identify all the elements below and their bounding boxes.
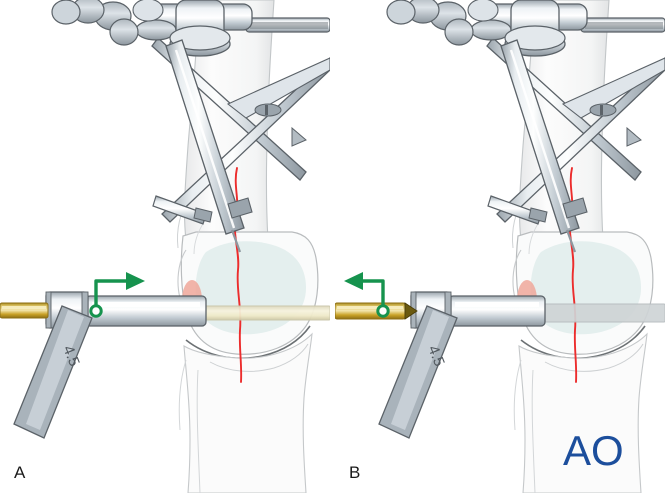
arrow-shaft [357, 279, 385, 313]
pin-highlight [174, 49, 236, 229]
pin-collar [562, 197, 588, 219]
sleeve-handle: 4.5 [378, 305, 458, 439]
pin-tip [565, 229, 577, 253]
clamp-nut-top [169, 25, 231, 51]
clamp-knob-center [467, 0, 499, 22]
drill-bit-gold-withdrawn [335, 302, 418, 320]
arrow-origin-dot [89, 304, 103, 318]
drill-bit-in-bone [187, 305, 330, 321]
handle-blade-highlight [391, 310, 449, 430]
secondary-pin-shaft [487, 195, 542, 225]
secondary-pin-collar [193, 207, 213, 223]
frame-bar-upper [226, 57, 330, 119]
fibula-outline [513, 359, 522, 431]
pin-collar [227, 197, 253, 219]
fibula-outline [178, 359, 187, 431]
drill-bit-highlight [337, 306, 403, 309]
ao-logo: AO [563, 427, 624, 474]
arrow-shaft [94, 279, 132, 313]
sleeve-size-marking: 4.5 [424, 343, 448, 369]
rod-threading [250, 22, 328, 29]
clamp-knob-lower [444, 18, 474, 46]
pin-tip [230, 229, 242, 253]
drill-bit-highlight [2, 306, 46, 309]
panel-a-label: A [14, 463, 26, 482]
arrow-head [126, 272, 145, 290]
clamp-knob-left-3 [51, 0, 81, 25]
schanz-pin [165, 39, 253, 253]
clamp-nut-top [504, 25, 566, 51]
direction-arrow-advance [89, 272, 145, 318]
direction-arrow-withdraw [344, 272, 390, 318]
handle-blade-highlight [26, 310, 84, 430]
secondary-pin-collar [528, 207, 548, 223]
tibia-edge-line [196, 369, 201, 493]
sleeve-handle: 4.5 [13, 305, 93, 439]
drill-bit-gold [0, 302, 49, 319]
drill-bit-tip [404, 302, 418, 320]
secondary-pin [152, 195, 213, 225]
frame-slot-pin [600, 105, 603, 115]
tibia [518, 332, 648, 493]
panel-a-illustration: 4.5 [0, 0, 330, 493]
sleeve-highlight [92, 302, 200, 307]
drill-bit-shaft [335, 302, 406, 320]
secondary-pin [487, 195, 548, 225]
clamp-knob-left-3 [386, 0, 416, 25]
fixator-clamp-assembly [386, 0, 665, 57]
pin-highlight [509, 49, 571, 229]
schanz-pin [500, 39, 588, 253]
panel-b-illustration: 4.5 [335, 0, 665, 493]
tibia-contour [209, 343, 309, 372]
clamp-knob-lower [109, 18, 139, 46]
tibia-contour [544, 343, 644, 372]
sleeve-barrel [85, 295, 207, 327]
frame-slot-pin [265, 105, 268, 115]
panel-a: 4.5 A [0, 0, 330, 493]
ao-logo-text: AO [563, 427, 624, 474]
drill-bit-shaft [0, 302, 49, 319]
sleeve-highlight [455, 302, 539, 307]
frame-tab [626, 126, 642, 147]
arrow-head [344, 272, 363, 290]
joint-line [185, 325, 311, 360]
panel-b: 4.5 B AO [335, 0, 665, 493]
joint-line [520, 325, 646, 360]
clamp-knob-center [132, 0, 164, 22]
fixator-clamp-assembly [51, 0, 330, 57]
frame-tab [291, 126, 307, 147]
sleeve-barrel [448, 295, 546, 327]
panel-b-label: B [349, 463, 361, 482]
tibia-edge-line [531, 369, 536, 493]
arrow-origin-dot [376, 304, 390, 318]
frame-bar-upper [561, 57, 665, 119]
secondary-pin-shaft [152, 195, 207, 225]
tibia [183, 332, 313, 493]
sleeve-size-marking: 4.5 [59, 343, 83, 369]
rod-threading [585, 22, 663, 29]
